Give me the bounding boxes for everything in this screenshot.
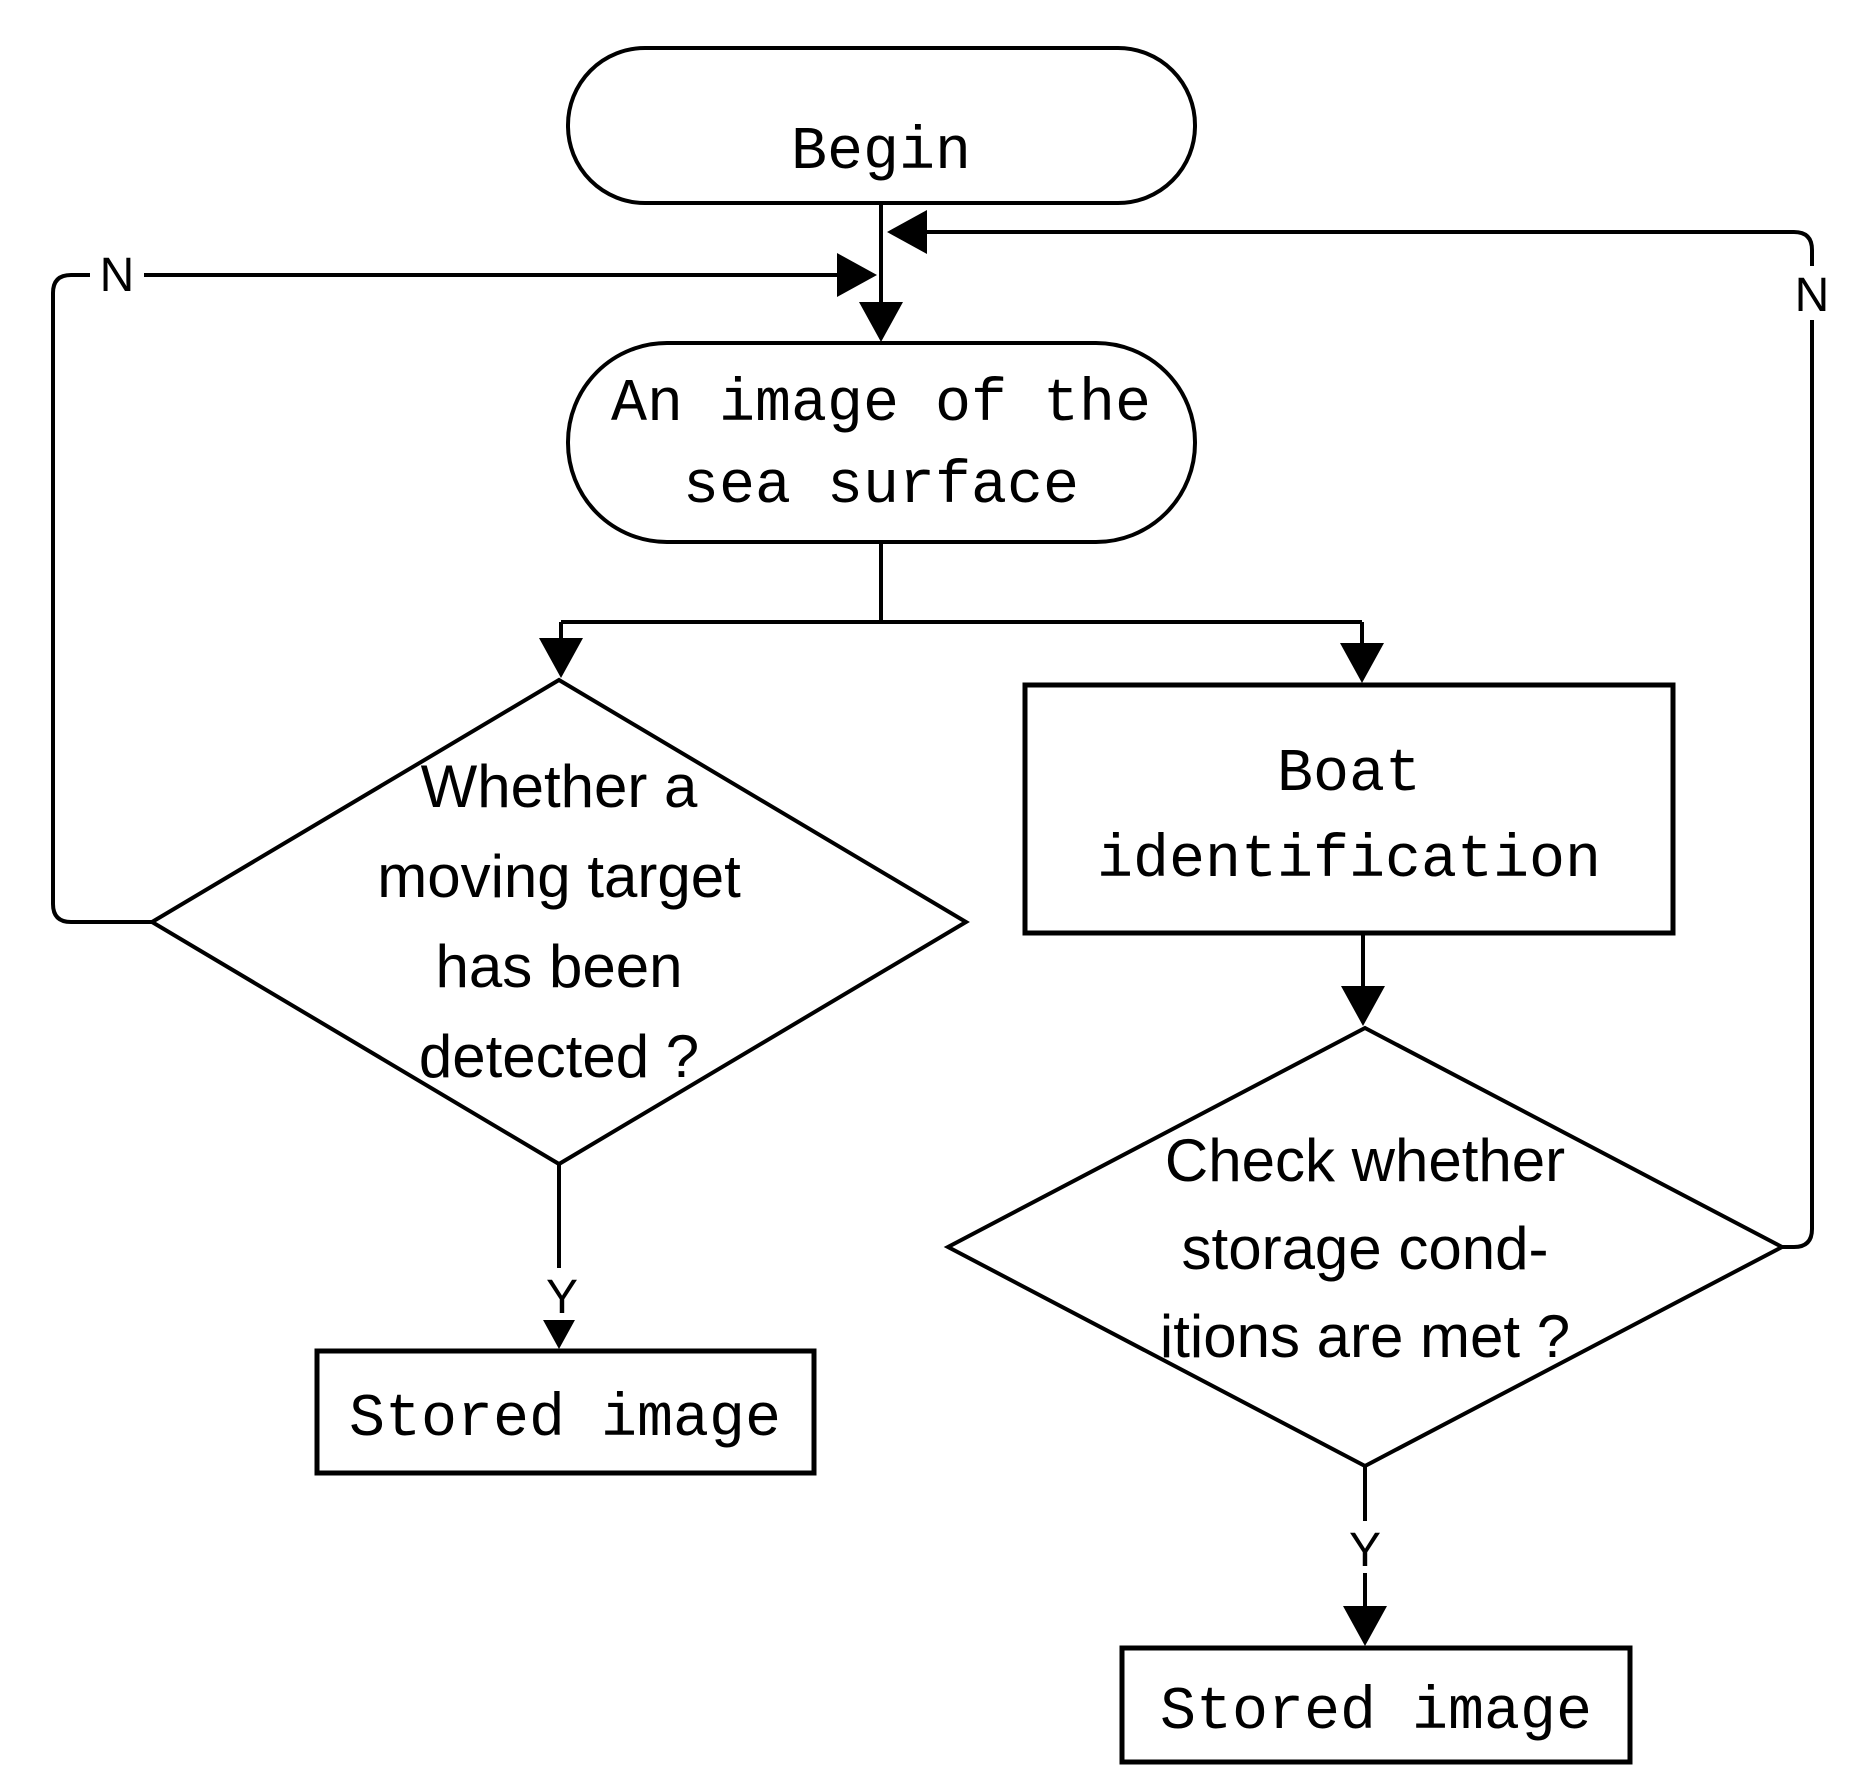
storage-condition-line2: storage cond-: [1182, 1215, 1549, 1282]
node-storage-condition-decision: [943, 1025, 1787, 1469]
moving-target-line1: Whether a: [421, 753, 698, 820]
node-sea-image-line1: An image of the: [611, 371, 1151, 439]
right-yes-label: Y: [1349, 1524, 1381, 1577]
moving-target-line3: has been: [436, 933, 683, 1000]
left-yes-label-bg: [537, 1268, 587, 1320]
node-begin: [566, 46, 1197, 205]
right-no-label: N: [1795, 269, 1830, 322]
right-yes-label-bg: [1340, 1521, 1390, 1573]
storage-condition-line1: Check whether: [1165, 1127, 1565, 1194]
storage-condition-line3: itions are met ?: [1160, 1303, 1570, 1370]
left-no-label-bg: [90, 248, 144, 300]
boat-identification-line2: identification: [1097, 827, 1601, 895]
node-sea-image-line2: sea surface: [683, 453, 1079, 521]
moving-target-line4: detected ?: [419, 1023, 699, 1090]
node-stored-image-right: [1119, 1645, 1633, 1765]
edge-right-no-loop: [887, 210, 1814, 1249]
left-yes-label: Y: [546, 1271, 578, 1324]
right-no-label-bg: [1786, 266, 1838, 320]
node-stored-image-left: [314, 1348, 817, 1476]
stored-image-left-label: Stored image: [349, 1386, 781, 1454]
boat-identification-line1: Boat: [1277, 741, 1421, 809]
node-boat-identification: [1022, 682, 1676, 936]
node-begin-label: Begin: [791, 119, 971, 187]
node-moving-target-decision: [148, 677, 970, 1167]
node-sea-image: [566, 341, 1197, 544]
edge-left-no-loop: [51, 253, 877, 924]
left-no-label: N: [100, 249, 135, 302]
stored-image-right-label: Stored image: [1160, 1679, 1592, 1747]
moving-target-line2: moving target: [377, 843, 741, 910]
